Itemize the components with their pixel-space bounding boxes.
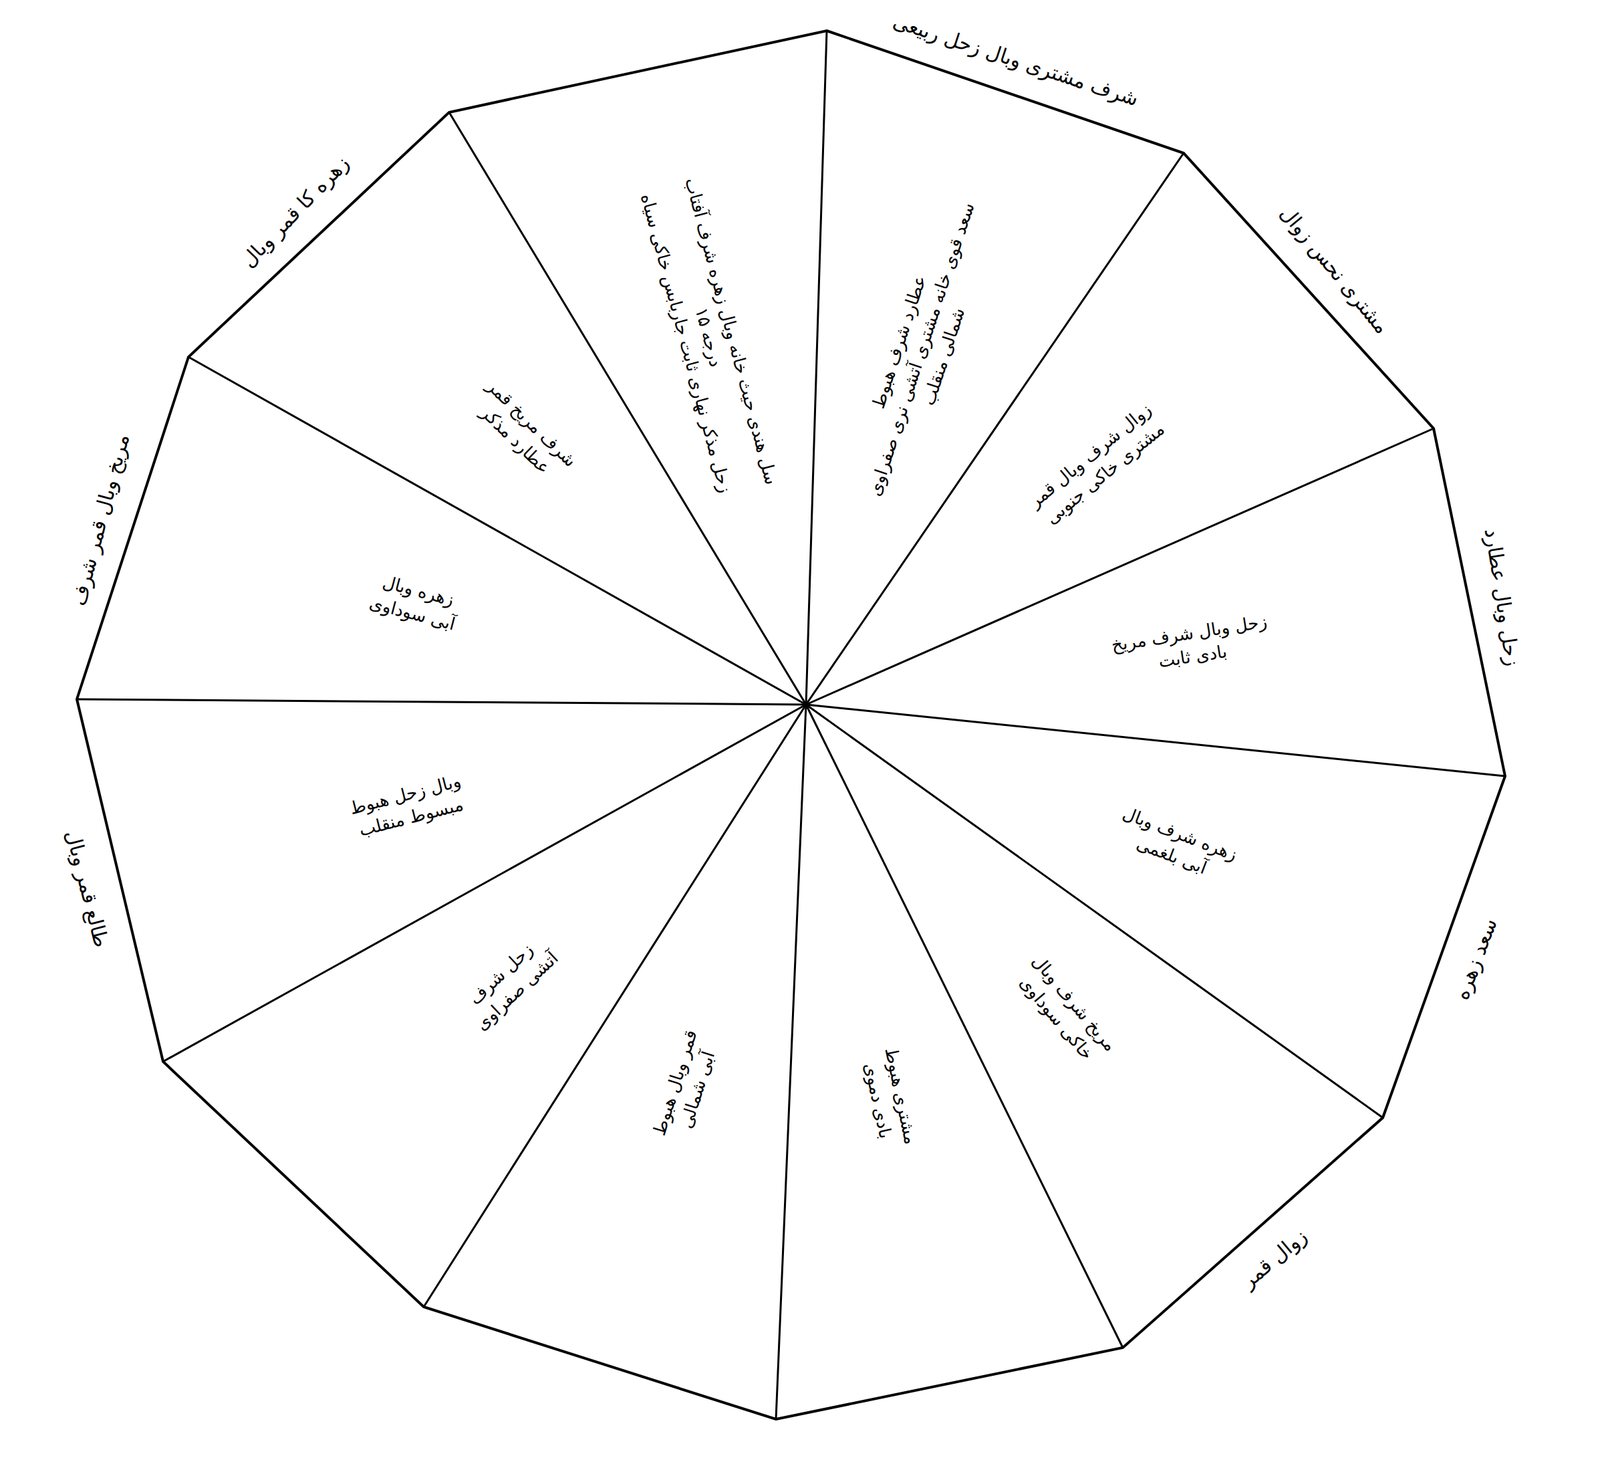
sector-text: آبی بلغمی (1008, 784, 1337, 928)
zodiac-sector: زحل شرفآتشی صفراوی (364, 845, 653, 1120)
zodiac-sector: وبال زحل هبوطمبسوط منقلب (230, 739, 586, 873)
dodecagon-outline (76, 30, 1506, 1419)
zodiac-sector: زحل وبال شرف مریخبادی ثابت (1021, 596, 1361, 694)
sector-text: خاکی سوداوی (935, 878, 1177, 1159)
sector-text: زهره وبال (247, 535, 591, 647)
zodiac-sector: عطارد شرف هبوطسعد قوی خانه مشتری آتشی نر… (838, 185, 1005, 514)
spoke (806, 704, 1506, 776)
zodiac-sector: سل هندی حیث خانه وبال زهره شرف آفتاب درج… (632, 169, 785, 505)
outer-note: سعد زهره (1447, 914, 1503, 1004)
outer-note: طالع قمر وبال (60, 827, 115, 950)
spoke (775, 704, 807, 1419)
zodiac-sector: زهره وبالآبی سوداوی (241, 535, 591, 670)
outer-note: زوال قمر (1236, 1223, 1313, 1294)
sector-text: قمر وبال هبوط (612, 914, 738, 1252)
zodiac-sector: شرف مریخ قمرعطارد مذکر (385, 297, 662, 567)
sector-text: مبسوط منقلب (236, 762, 586, 873)
outer-note: زهره کا قمر وبال (235, 150, 355, 273)
spokes (76, 30, 1506, 1419)
outer-note: مریخ وبال قمر شرف (65, 431, 136, 609)
sector-text: آبی شمالی (634, 921, 761, 1258)
sector-text: شرف مریخ قمر (401, 297, 662, 550)
sector-text: زوال شرف وبال قمر (957, 342, 1224, 569)
sector-text: آبی سوداوی (241, 558, 585, 670)
spoke (76, 699, 807, 705)
sector-text: زهره شرف وبال (1016, 762, 1345, 906)
sector-text: سعد قوی خانه مشتری آتشی نری صفراوی شمالی… (860, 192, 1006, 514)
zodiac-sector: مریخ شرف وبالخاکی سوداوی (935, 863, 1195, 1158)
spoke (806, 30, 827, 705)
zodiac-sector: قمر وبال هبوطآبی شمالی (612, 914, 760, 1258)
outer-note: مشتری نحس زوال (1274, 200, 1395, 339)
outer-note: شرف مشتری وبال زحل ربیعی (889, 8, 1142, 113)
outer-note: زحل وبال عطارد (1479, 526, 1526, 669)
sector-text: زحل شرف (364, 845, 637, 1103)
sector-text: مریخ شرف وبال (953, 863, 1195, 1143)
sector-text: وبال زحل هبوط (230, 739, 580, 851)
zodiac-sector: زوال شرف وبال قمرمشتری خاکی جنوبی (957, 342, 1239, 587)
sector-text: مشتری خاکی جنوبی (971, 360, 1238, 587)
sector-text: آتشی صفراوی (380, 862, 653, 1120)
zodiac-sector: مشتری هبوطبادی دموی (830, 923, 948, 1273)
zodiac-sector: زهره شرف وبالآبی بلغمی (1008, 762, 1345, 928)
sector-text: عطارد مذکر (385, 314, 646, 567)
